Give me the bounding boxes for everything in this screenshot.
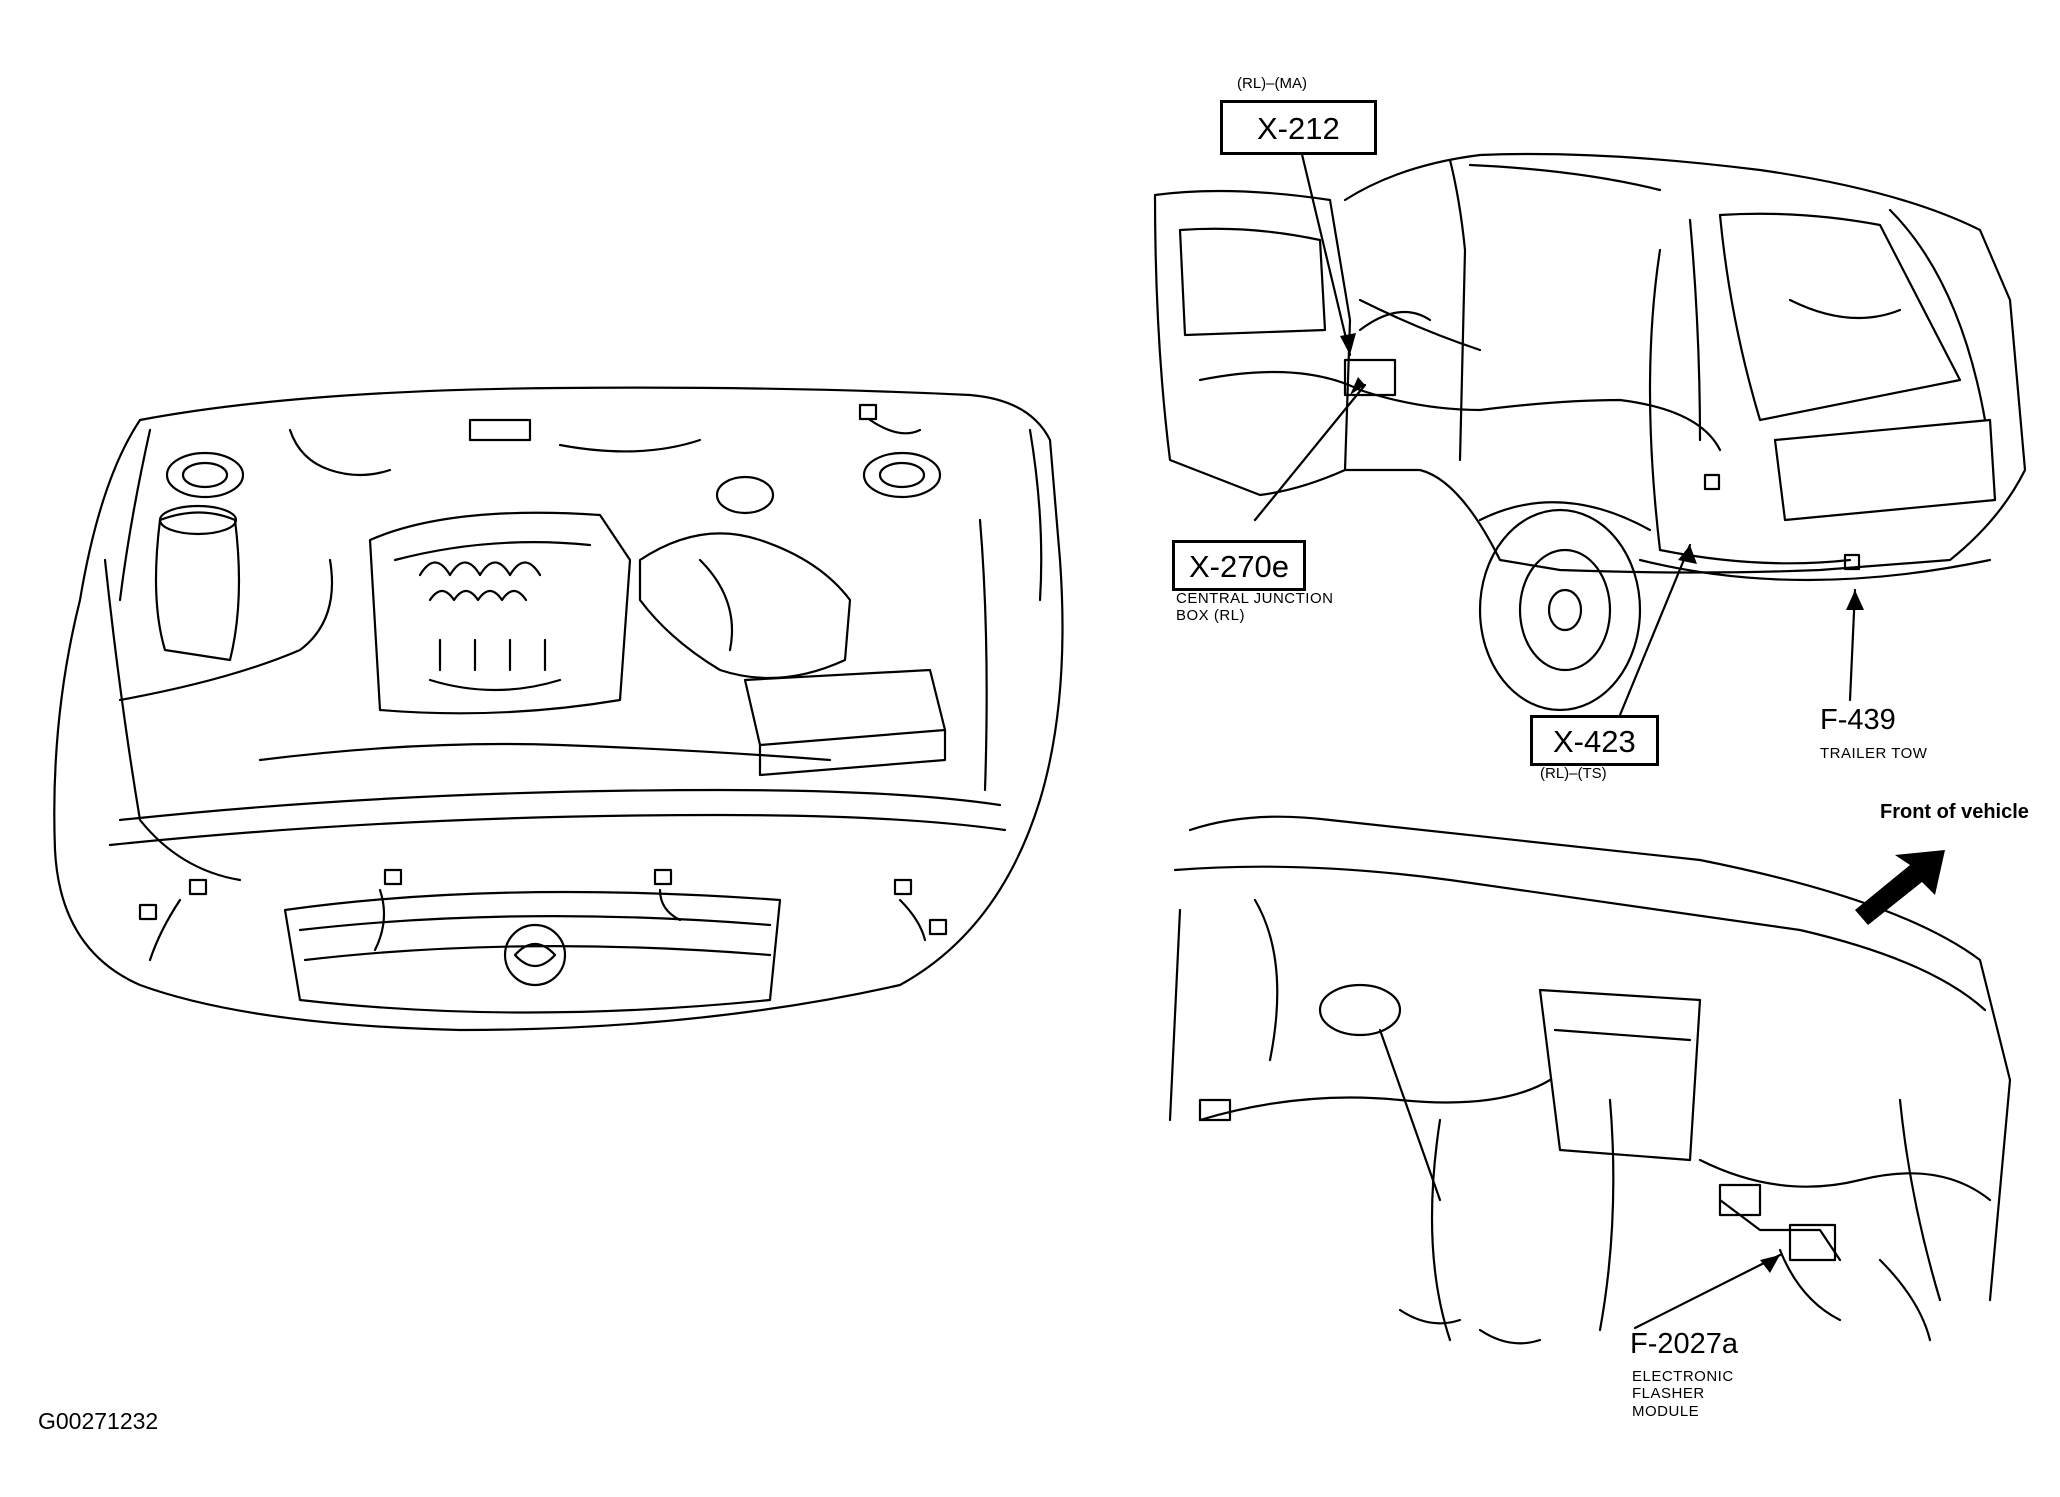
f2027a-arrowhead <box>1760 1255 1780 1273</box>
f2027a-description-line3: MODULE <box>1632 1402 1700 1420</box>
f2027a-description: ELECTRONIC FLASHER MODULE <box>1632 1368 1734 1420</box>
front-direction-arrow-icon <box>1855 850 1945 925</box>
x270e-description-line2: BOX (RL) <box>1176 607 1246 625</box>
x212-code-box: X-212 <box>1220 100 1377 155</box>
f439-description: TRAILER TOW <box>1820 745 1928 762</box>
x423-code-box: X-423 <box>1530 715 1659 766</box>
x270e-code-box: X-270e <box>1172 540 1306 591</box>
x212-leader-line <box>1298 144 1352 357</box>
f439-arrowhead <box>1846 590 1864 610</box>
x423-arrowhead <box>1678 545 1697 564</box>
x423-leader-line <box>1618 543 1692 717</box>
f2027a-description-line1: ELECTRONIC <box>1632 1368 1734 1385</box>
front-of-vehicle-label: Front of vehicle <box>1880 801 2029 823</box>
x212-arrowhead <box>1340 333 1356 355</box>
f2027a-description-line2: FLASHER <box>1632 1385 1705 1403</box>
figure-id: G00271232 <box>38 1408 159 1434</box>
x270e-description: CENTRAL JUNCTION BOX (RL) <box>1176 590 1333 625</box>
x423-qualifier: (RL)–(TS) <box>1540 765 1607 782</box>
f2027a-leader-line <box>1633 1253 1782 1330</box>
x212-qualifier: (RL)–(MA) <box>1237 75 1307 92</box>
engine-compartment-illustration <box>53 386 1064 1032</box>
instrument-panel-illustration <box>1168 815 2012 1345</box>
x270e-arrowhead <box>1350 377 1365 395</box>
x270e-description-line1: CENTRAL JUNCTION <box>1176 590 1334 607</box>
f439-code: F-439 <box>1820 704 1896 736</box>
x270e-leader-line <box>1253 383 1367 522</box>
f2027a-code: F-2027a <box>1630 1328 1739 1360</box>
vehicle-body-illustration <box>1153 152 2027 712</box>
